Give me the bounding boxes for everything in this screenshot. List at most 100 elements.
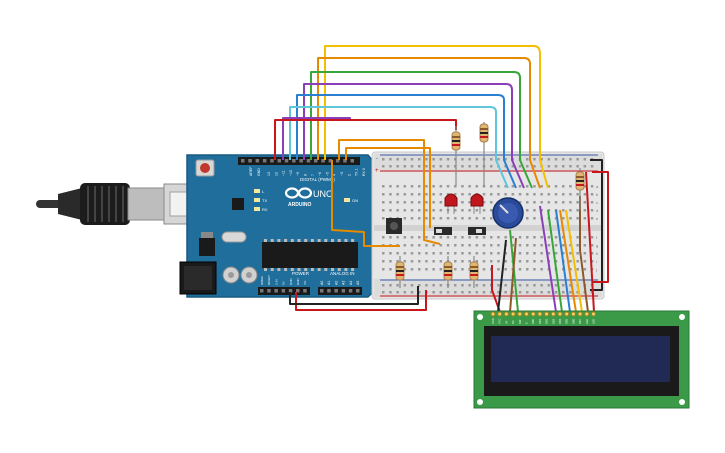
wire-orange-4[interactable] <box>345 147 431 228</box>
header-pin[interactable] <box>320 289 324 293</box>
wire-green[interactable] <box>310 71 533 189</box>
slide-switch[interactable] <box>468 227 486 235</box>
wire-lcd-red-2[interactable] <box>585 171 595 313</box>
lcd-pin[interactable] <box>591 311 596 317</box>
header-pin[interactable] <box>270 159 274 163</box>
wires[interactable] <box>274 45 609 313</box>
header-pin[interactable] <box>314 159 318 163</box>
model-label: UNO <box>313 189 333 199</box>
wire-orange-2[interactable] <box>338 139 441 245</box>
digital-header <box>238 157 360 165</box>
wire-lcd-red[interactable] <box>491 265 501 313</box>
lcd-pin[interactable] <box>524 311 529 317</box>
header-pin[interactable] <box>350 159 355 163</box>
header-pin[interactable] <box>341 289 346 293</box>
wire-orange[interactable] <box>317 57 541 189</box>
header-pin[interactable] <box>262 159 267 163</box>
wire-lcd-green-2[interactable] <box>547 209 563 313</box>
wire-orange-3[interactable] <box>331 160 400 247</box>
header-pin[interactable] <box>255 159 260 163</box>
header-pin[interactable] <box>267 289 271 293</box>
resistor[interactable] <box>395 256 405 288</box>
header-pin[interactable] <box>321 159 325 163</box>
red-led[interactable] <box>444 193 458 214</box>
resistor[interactable] <box>479 122 489 186</box>
wire-lcd-purple[interactable] <box>539 205 557 313</box>
lcd-pin[interactable] <box>564 311 570 317</box>
resistor[interactable] <box>575 168 585 210</box>
wire-cyan[interactable] <box>289 106 509 189</box>
wire-lcd-brown-2[interactable] <box>579 196 589 313</box>
resistor[interactable] <box>451 126 461 186</box>
lcd-pin[interactable] <box>557 311 563 317</box>
header-pin[interactable] <box>299 159 303 163</box>
wire-lcd-orange[interactable] <box>559 209 577 313</box>
wire-black-gnd[interactable] <box>289 286 419 305</box>
wire-blue[interactable] <box>296 94 517 189</box>
wire-red-top[interactable] <box>274 119 457 160</box>
digital-pin-label: ~9 <box>296 172 300 176</box>
lcd-pin-label: DB3 <box>551 318 555 324</box>
header-pin[interactable] <box>356 289 360 293</box>
header-pin[interactable] <box>303 289 307 293</box>
lcd-pin-label: GND <box>491 318 495 324</box>
header-pin[interactable] <box>241 159 245 163</box>
header-pin[interactable] <box>284 159 289 163</box>
lcd-pin-label: VCC <box>498 318 502 324</box>
lcd-pin[interactable] <box>490 311 496 317</box>
header-pin[interactable] <box>343 159 347 163</box>
header-pin[interactable] <box>327 289 331 293</box>
lcd-pin[interactable] <box>510 311 516 317</box>
header-pin[interactable] <box>296 289 300 293</box>
power-pin-label: Vin <box>303 280 307 285</box>
header-pin[interactable] <box>260 289 264 293</box>
digital-pin-label: 7 <box>311 174 315 176</box>
lcd-pin[interactable] <box>577 311 583 317</box>
lcd-pin-header[interactable] <box>490 311 596 317</box>
usb-cable[interactable] <box>36 183 213 225</box>
potentiometer[interactable] <box>492 197 524 229</box>
lcd-pin[interactable] <box>497 311 503 317</box>
header-pin[interactable] <box>292 159 296 163</box>
lcd-pin[interactable] <box>503 311 509 317</box>
header-pin[interactable] <box>334 289 338 293</box>
pushbutton[interactable] <box>386 218 402 234</box>
header-pin[interactable] <box>348 289 353 293</box>
lcd-pin[interactable] <box>570 311 576 317</box>
header-pin[interactable] <box>335 159 340 163</box>
wire-yellow[interactable] <box>324 45 549 189</box>
header-pin[interactable] <box>274 289 278 293</box>
header-pin[interactable] <box>248 159 252 163</box>
lcd-pin[interactable] <box>530 311 536 317</box>
slide-switch[interactable] <box>434 227 452 235</box>
wire-purple-1[interactable] <box>303 83 525 189</box>
wire-red-rail[interactable] <box>592 171 609 283</box>
header-pin[interactable] <box>281 289 286 293</box>
wire-lcd-blue[interactable] <box>555 209 571 313</box>
header-pin[interactable] <box>277 159 282 163</box>
digital-pin-label: 13 <box>267 172 271 176</box>
wire-lcd-black[interactable] <box>497 239 507 313</box>
wire-lcd-yellow[interactable] <box>565 209 583 313</box>
resistor[interactable] <box>469 256 479 288</box>
lcd-pin[interactable] <box>584 311 590 317</box>
lcd-pin-label: DB7 <box>578 318 582 324</box>
header-pin[interactable] <box>328 159 333 163</box>
lcd-pin[interactable] <box>537 311 543 317</box>
wire-red-power[interactable] <box>295 290 427 311</box>
wire-black-rail[interactable] <box>590 159 603 291</box>
red-led[interactable] <box>470 193 484 214</box>
header-pin[interactable] <box>288 289 293 293</box>
lcd-pin-label: RS <box>511 320 515 324</box>
power-pin-label: GND <box>289 278 293 286</box>
header-pin[interactable] <box>306 159 311 163</box>
brand-label: ARDUINO <box>288 202 311 208</box>
row-letter: f <box>596 235 598 240</box>
lcd-pin[interactable] <box>517 311 523 317</box>
lcd-pin[interactable] <box>544 311 550 317</box>
resistor[interactable] <box>443 256 453 288</box>
lcd-pin[interactable] <box>550 311 556 317</box>
wire-lcd-brown[interactable] <box>509 237 517 313</box>
